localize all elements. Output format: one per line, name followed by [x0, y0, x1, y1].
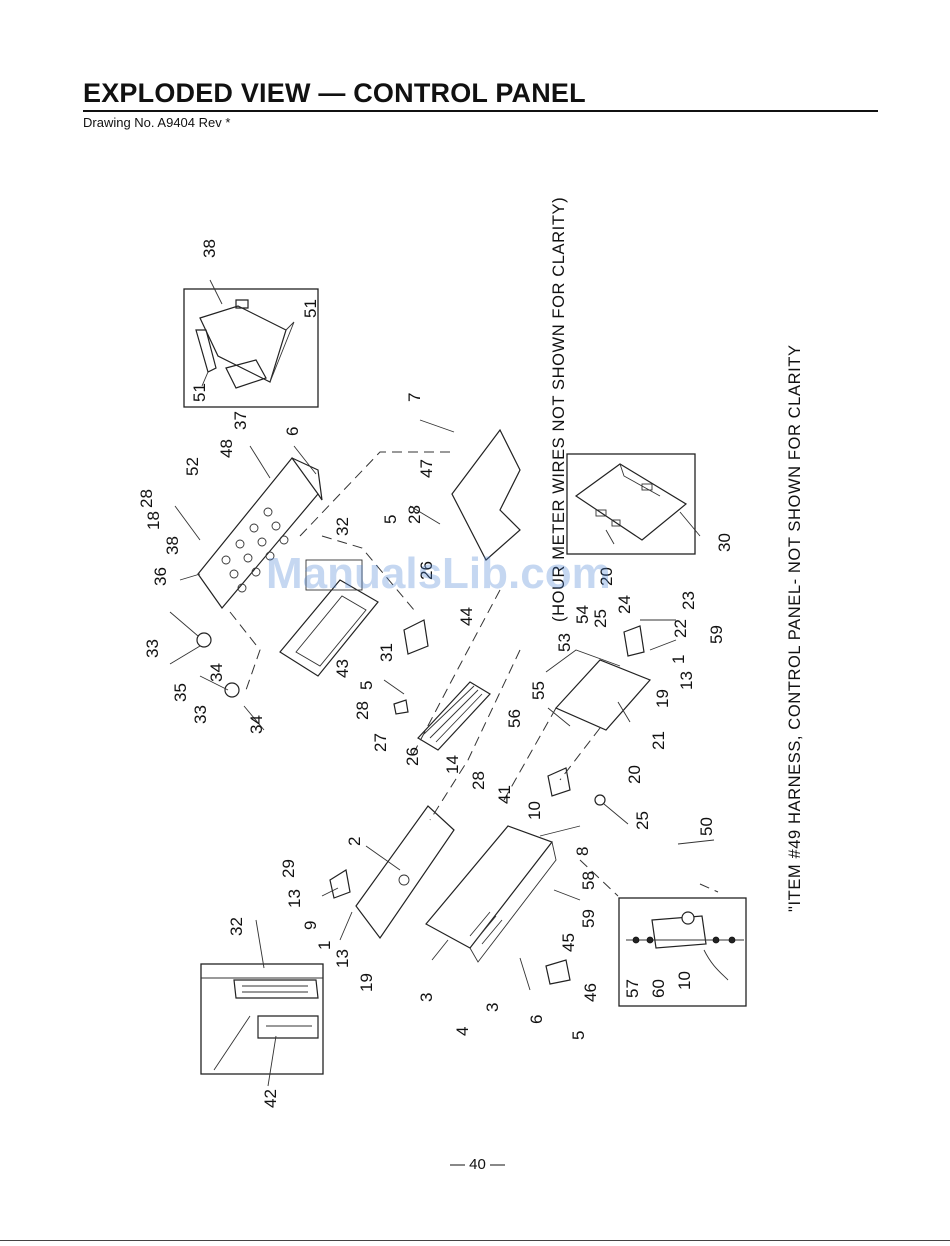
label-51: 51: [301, 299, 320, 318]
label-10: 10: [675, 971, 694, 990]
label-55: 55: [529, 681, 548, 700]
leader-lines: [169, 279, 715, 1087]
label-23: 23: [679, 591, 698, 610]
page-number: — 40 —: [450, 1156, 506, 1173]
label-8: 8: [573, 847, 592, 856]
inset-detail-32-42: [200, 963, 324, 1075]
bottom-rule: [0, 1240, 950, 1241]
label-30: 30: [715, 533, 734, 552]
label-33: 33: [191, 705, 210, 724]
label-35: 35: [171, 683, 190, 702]
label-14: 14: [443, 755, 462, 774]
label-34: 34: [247, 715, 266, 734]
label-3: 3: [417, 993, 436, 1002]
label-10: 10: [525, 801, 544, 820]
label-58: 58: [579, 871, 598, 890]
dashed-assembly-lines: [229, 451, 719, 897]
label-13: 13: [285, 889, 304, 908]
label-38: 38: [163, 536, 182, 555]
label-9: 9: [301, 921, 320, 930]
label-13: 13: [677, 671, 696, 690]
label-24: 24: [615, 595, 634, 614]
rear-perforated-panel: [197, 457, 323, 609]
label-25: 25: [633, 811, 652, 830]
label-42: 42: [261, 1089, 280, 1108]
label-46: 46: [581, 983, 600, 1002]
label-51: 51: [190, 383, 209, 402]
title-underline: [83, 110, 878, 112]
label-41: 41: [495, 785, 514, 804]
note-harness: "ITEM #49 HARNESS, CONTROL PANEL- NOT SH…: [786, 344, 804, 912]
label-50: 50: [697, 817, 716, 836]
label-59: 59: [579, 909, 598, 928]
inset-detail-38-51: [183, 288, 319, 408]
label-18: 18: [144, 511, 163, 530]
label-53: 53: [555, 633, 574, 652]
label-26: 26: [403, 747, 422, 766]
label-45: 45: [559, 933, 578, 952]
label-48: 48: [217, 439, 236, 458]
label-37: 37: [231, 411, 250, 430]
display-panel: [279, 559, 379, 677]
label-52: 52: [183, 457, 202, 476]
label-25: 25: [591, 609, 610, 628]
label-36: 36: [151, 567, 170, 586]
note-hour-meter: (HOUR METER WIRES NOT SHOWN FOR CLARITY): [550, 197, 568, 622]
label-28: 28: [405, 505, 424, 524]
page-title: EXPLODED VIEW — CONTROL PANEL: [83, 78, 586, 108]
heat-sink: [417, 681, 491, 751]
label-28: 28: [353, 701, 372, 720]
label-19: 19: [357, 973, 376, 992]
label-33: 33: [143, 639, 162, 658]
label-3: 3: [483, 1003, 502, 1012]
label-26: 26: [417, 561, 436, 580]
label-29: 29: [279, 859, 298, 878]
bracket-20: [545, 649, 652, 731]
label-5: 5: [357, 681, 376, 690]
label-4: 4: [453, 1027, 472, 1036]
label-27: 27: [371, 733, 390, 752]
label-19: 19: [653, 689, 672, 708]
main-chassis: [425, 825, 557, 963]
side-bracket-7-47: [451, 428, 521, 561]
label-54: 54: [573, 605, 592, 624]
label-56: 56: [505, 709, 524, 728]
label-20: 20: [625, 765, 644, 784]
label-32: 32: [333, 517, 352, 536]
label-1: 1: [669, 655, 688, 664]
label-5: 5: [381, 515, 400, 524]
label-34: 34: [207, 663, 226, 682]
label-44: 44: [457, 607, 476, 626]
label-21: 21: [649, 731, 668, 750]
label-28: 28: [469, 771, 488, 790]
label-13: 13: [333, 949, 352, 968]
label-32: 32: [227, 917, 246, 936]
label-59: 59: [707, 625, 726, 644]
label-60: 60: [649, 979, 668, 998]
label-7: 7: [405, 393, 424, 402]
inset-detail-10-57-60: [618, 897, 747, 1007]
label-22: 22: [671, 619, 690, 638]
label-38: 38: [200, 239, 219, 258]
label-43: 43: [333, 659, 352, 678]
part-labels: 38 51 51 37 6 7 48 47 52 28 18 38 36 32 …: [137, 239, 734, 1108]
label-2: 2: [345, 837, 364, 846]
inset-detail-30: [566, 453, 696, 555]
label-5: 5: [569, 1031, 588, 1040]
watermark: ManualsLib.com: [266, 549, 611, 598]
label-57: 57: [623, 979, 642, 998]
label-1: 1: [315, 941, 334, 950]
label-31: 31: [377, 643, 396, 662]
label-28: 28: [137, 489, 156, 508]
label-20: 20: [597, 567, 616, 586]
misc-components: [196, 619, 645, 985]
front-cover-plate: [355, 805, 455, 940]
drawing-number: Drawing No. A9404 Rev *: [83, 115, 231, 130]
label-6: 6: [527, 1015, 546, 1024]
label-6: 6: [283, 427, 302, 436]
label-47: 47: [417, 459, 436, 478]
